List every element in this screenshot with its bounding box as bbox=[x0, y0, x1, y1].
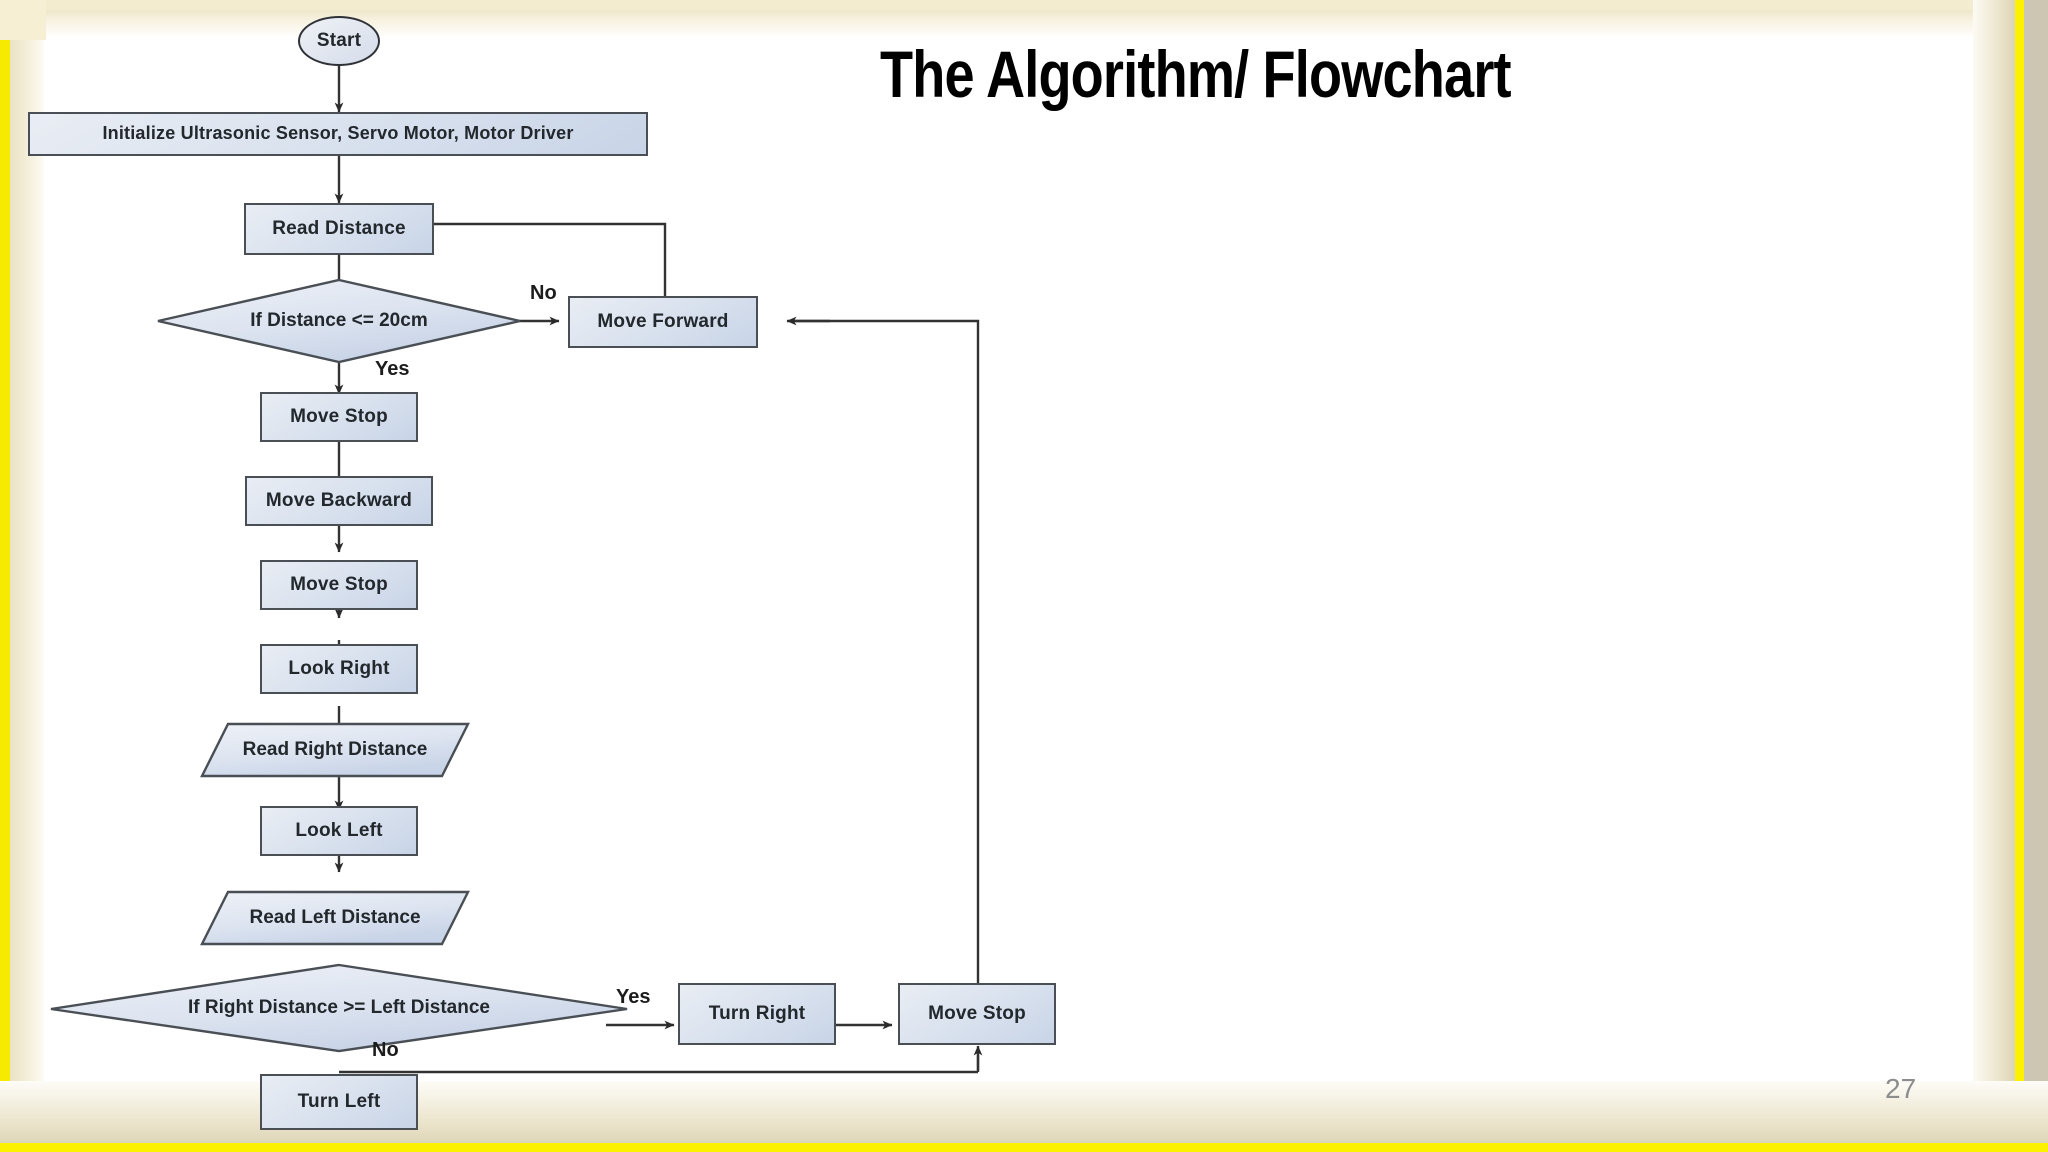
node-start-label: Start bbox=[316, 29, 362, 51]
diamond-shape-distance bbox=[157, 278, 521, 364]
node-initialize-label: Initialize Ultrasonic Sensor, Servo Moto… bbox=[102, 123, 574, 144]
node-look-right-label: Look Right bbox=[288, 657, 390, 679]
node-move-stop-3[interactable]: Move Stop bbox=[898, 983, 1056, 1045]
edge-label-yes-top: Yes bbox=[375, 358, 410, 380]
node-look-left[interactable]: Look Left bbox=[260, 806, 418, 856]
node-move-stop-1-label: Move Stop bbox=[290, 405, 388, 427]
page-number: 27 bbox=[1885, 1073, 1917, 1104]
node-move-forward[interactable]: Move Forward bbox=[568, 296, 758, 348]
node-turn-left-label: Turn Left bbox=[297, 1090, 381, 1112]
node-move-forward-label: Move Forward bbox=[597, 310, 729, 332]
node-move-backward[interactable]: Move Backward bbox=[245, 476, 433, 526]
frame-left-gradient bbox=[10, 0, 44, 1152]
node-decision-compare-label: If Right Distance >= Left Distance bbox=[188, 997, 490, 1018]
node-read-right-distance-label: Read Right Distance bbox=[242, 739, 428, 760]
node-read-left-distance[interactable]: Read Left Distance bbox=[200, 890, 470, 946]
frame-right-yellow bbox=[2015, 0, 2024, 1152]
frame-top-band bbox=[0, 0, 2048, 10]
flowchart-diagram: Start Initialize Ultrasonic Sensor, Serv… bbox=[28, 16, 1056, 1130]
frame-bottom-yellow bbox=[0, 1143, 2048, 1152]
node-move-stop-2[interactable]: Move Stop bbox=[260, 560, 418, 610]
node-read-left-distance-label: Read Left Distance bbox=[249, 907, 421, 928]
node-initialize[interactable]: Initialize Ultrasonic Sensor, Servo Moto… bbox=[28, 112, 648, 156]
node-move-stop-1[interactable]: Move Stop bbox=[260, 392, 418, 442]
frame-right-tan bbox=[2024, 0, 2048, 1152]
node-move-stop-3-label: Move Stop bbox=[928, 1002, 1026, 1024]
edge-label-no-top: No bbox=[530, 282, 557, 304]
node-decision-distance[interactable]: If Distance <= 20cm bbox=[155, 277, 523, 365]
page-title: The Algorithm/ Flowchart bbox=[880, 37, 1512, 111]
node-look-right[interactable]: Look Right bbox=[260, 644, 418, 694]
edge-label-no-bottom: No bbox=[372, 1039, 399, 1061]
diamond-shape-compare bbox=[50, 963, 628, 1053]
node-start[interactable]: Start bbox=[298, 16, 380, 66]
parallelogram-shape-left bbox=[200, 890, 470, 946]
node-decision-distance-label: If Distance <= 20cm bbox=[250, 310, 428, 331]
node-decision-compare[interactable]: If Right Distance >= Left Distance bbox=[48, 962, 630, 1054]
node-read-distance[interactable]: Read Distance bbox=[244, 203, 434, 255]
node-turn-right[interactable]: Turn Right bbox=[678, 983, 836, 1045]
node-turn-right-label: Turn Right bbox=[708, 1002, 806, 1024]
node-move-backward-label: Move Backward bbox=[265, 489, 413, 511]
node-look-left-label: Look Left bbox=[295, 819, 383, 841]
node-read-right-distance[interactable]: Read Right Distance bbox=[200, 722, 470, 778]
parallelogram-shape-right bbox=[200, 722, 470, 778]
node-turn-left[interactable]: Turn Left bbox=[260, 1074, 418, 1130]
frame-right-gradient bbox=[1973, 0, 2015, 1152]
edge-label-yes-bottom: Yes bbox=[616, 986, 651, 1008]
frame-left-yellow bbox=[0, 0, 10, 1152]
node-move-stop-2-label: Move Stop bbox=[290, 573, 388, 595]
frame-corner-top-left bbox=[0, 0, 46, 40]
node-read-distance-label: Read Distance bbox=[272, 217, 406, 239]
